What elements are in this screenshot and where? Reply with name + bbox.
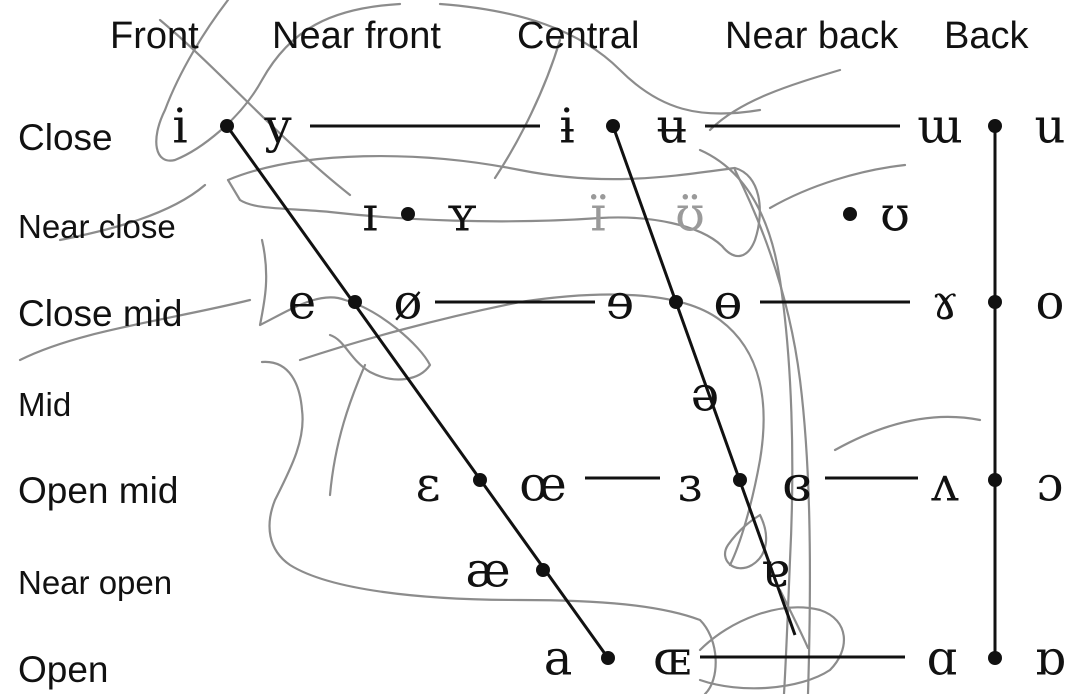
vowel-close-front-rounded: y [263, 99, 291, 155]
label-arrow-tongue [833, 415, 982, 452]
dot-open-front [601, 651, 615, 665]
dot-near-close-front [401, 207, 415, 221]
row-label-mid: Mid [18, 386, 71, 423]
vowel-near-close-central-rounded: ʊ̈ [675, 187, 705, 243]
vowel-mid-central: ə [691, 367, 719, 423]
vowel-dots [220, 119, 1002, 665]
column-label-central: Central [517, 15, 640, 57]
row-label-near-open: Near open [18, 564, 172, 601]
vowel-near-open-front: æ [465, 543, 510, 599]
vowel-close-mid-front-unrounded: e [288, 275, 316, 331]
column-label-front: Front [110, 15, 199, 57]
vowel-open-mid-central-rounded: ɞ [782, 457, 811, 513]
vowel-open-mid-back-unrounded: ʌ [930, 457, 958, 513]
dot-open-mid-central [733, 473, 747, 487]
dot-close-central [606, 119, 620, 133]
vowel-near-open-central: ɐ [761, 543, 790, 599]
row-label-near-close: Near close [18, 208, 176, 245]
label-arrow-tongue-tip [328, 363, 367, 497]
vowel-close-mid-central-rounded: ɵ [714, 275, 743, 331]
nose-curve [438, 2, 762, 115]
dot-close-mid-back [988, 295, 1002, 309]
row-label-open: Open [18, 649, 109, 690]
label-arrow-teeth [58, 183, 207, 242]
vowel-close-central-rounded: ʉ [657, 99, 688, 155]
row-label-close-mid: Close mid [18, 293, 183, 334]
lower-lip-and-jaw [260, 360, 717, 694]
vowel-near-close-front-rounded: ʏ [446, 187, 477, 243]
column-label-back: Back [944, 15, 1029, 57]
row-label-open-mid: Open mid [18, 470, 178, 511]
vowel-close-mid-central-unrounded: ɘ [606, 275, 634, 331]
column-headers: Front Near front Central Near back Back [110, 15, 1029, 57]
vowel-open-mid-front-unrounded: ɛ [416, 457, 441, 513]
vowel-open-mid-front-rounded: œ [519, 457, 566, 513]
dot-open-back [988, 651, 1002, 665]
epiglottis [724, 513, 768, 570]
pharynx-wall [698, 148, 794, 694]
label-arrow-velum [708, 68, 842, 132]
palate-outline [226, 154, 761, 257]
column-label-near-front: Near front [272, 15, 441, 57]
vowel-open-mid-back-rounded: ɔ [1037, 457, 1064, 513]
vowel-close-mid-front-rounded: ø [394, 275, 423, 331]
vowel-close-mid-back-rounded: o [1036, 275, 1065, 331]
vowel-open-back-unrounded: ɑ [927, 631, 958, 687]
vowel-symbols: i y ɨ ʉ ɯ u ɪ ʏ ɪ̈ ʊ̈ ʊ e ø ɘ ɵ ɤ o ə ɛ … [172, 99, 1065, 687]
trapezoid-lines [225, 124, 997, 660]
vowel-close-central-unrounded: ɨ [559, 99, 574, 155]
dot-open-mid-front [473, 473, 487, 487]
front-edge-line [225, 125, 610, 659]
tongue [298, 293, 765, 567]
vowel-near-close-front-unrounded: ɪ [362, 187, 377, 243]
vocal-tract-sketch [18, 0, 982, 694]
dot-close-mid-central [669, 295, 683, 309]
label-arrow-lips [18, 298, 252, 362]
dot-near-open-front [536, 563, 550, 577]
head-profile [155, 0, 402, 162]
vowel-open-mid-central-unrounded: ɜ [678, 457, 702, 513]
vowel-near-close-central-unrounded: ɪ̈ [590, 187, 606, 243]
central-edge-line [611, 125, 797, 636]
row-labels: Close Near close Close mid Mid Open mid … [18, 117, 183, 690]
dot-close-back [988, 119, 1002, 133]
larynx [698, 606, 845, 690]
vowel-close-mid-back-unrounded: ɤ [931, 275, 958, 331]
label-arrow-palate [493, 38, 562, 180]
upper-teeth [258, 238, 432, 381]
label-arrow-epiglottis [778, 588, 810, 650]
throat-back [733, 168, 812, 694]
dot-near-close-back [843, 207, 857, 221]
label-arrow-uvula [768, 163, 907, 210]
label-arrow-nasal [158, 18, 352, 197]
dot-open-mid-back [988, 473, 1002, 487]
vowel-close-front-unrounded: i [172, 99, 187, 155]
vowel-open-front-unrounded: a [544, 631, 573, 687]
vowel-open-back-rounded: ɒ [1035, 631, 1066, 687]
vowel-close-back-unrounded: ɯ [917, 99, 963, 155]
dot-close-mid-front [348, 295, 362, 309]
column-label-near-back: Near back [725, 15, 899, 57]
row-label-close: Close [18, 117, 113, 158]
vowel-open-front-rounded: ɶ [653, 631, 691, 687]
vowel-near-close-back-rounded: ʊ [880, 187, 910, 243]
vowel-close-back-rounded: u [1035, 99, 1066, 155]
dot-close-front [220, 119, 234, 133]
